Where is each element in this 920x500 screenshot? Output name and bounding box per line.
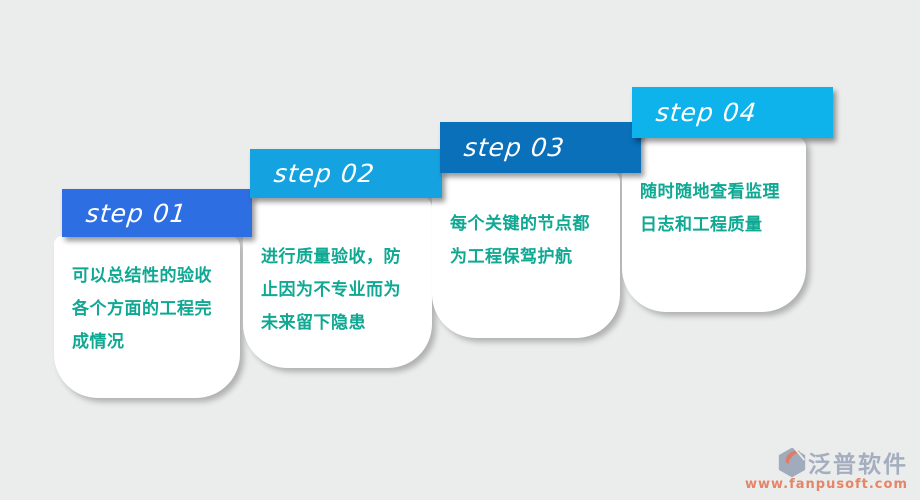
brand-name: 泛普软件 xyxy=(808,452,908,478)
step-header-02: step 02 xyxy=(250,149,442,198)
step-header-04: step 04 xyxy=(632,87,833,138)
step-card-03: 每个关键的节点都 为工程保驾护航 xyxy=(432,171,620,338)
brand-watermark: 泛普软件 www.fanpusoft.com xyxy=(745,445,908,492)
step-header-03: step 03 xyxy=(440,122,641,173)
step-header-label: step 04 xyxy=(654,98,759,127)
step-card-02: 进行质量验收，防 止因为不专业而为 未来留下隐患 xyxy=(243,197,432,368)
step-header-01: step 01 xyxy=(62,189,252,237)
step-card-01: 可以总结性的验收 各个方面的工程完 成情况 xyxy=(54,236,240,398)
brand-url: www.fanpusoft.com xyxy=(744,477,908,492)
step-description: 进行质量验收，防 止因为不专业而为 未来留下隐患 xyxy=(261,247,401,333)
step-card-04: 随时随地查看监理 日志和工程质量 xyxy=(622,137,806,312)
step-header-label: step 01 xyxy=(84,198,189,228)
step-description: 每个关键的节点都 为工程保驾护航 xyxy=(450,214,590,267)
brand-row: 泛普软件 xyxy=(778,445,908,479)
step-header-label: step 02 xyxy=(272,159,377,188)
step-description: 随时随地查看监理 日志和工程质量 xyxy=(640,182,780,235)
step-description: 可以总结性的验收 各个方面的工程完 成情况 xyxy=(72,266,212,352)
step-header-label: step 03 xyxy=(462,133,567,162)
fanpu-hexagon-logo-icon xyxy=(778,446,806,479)
